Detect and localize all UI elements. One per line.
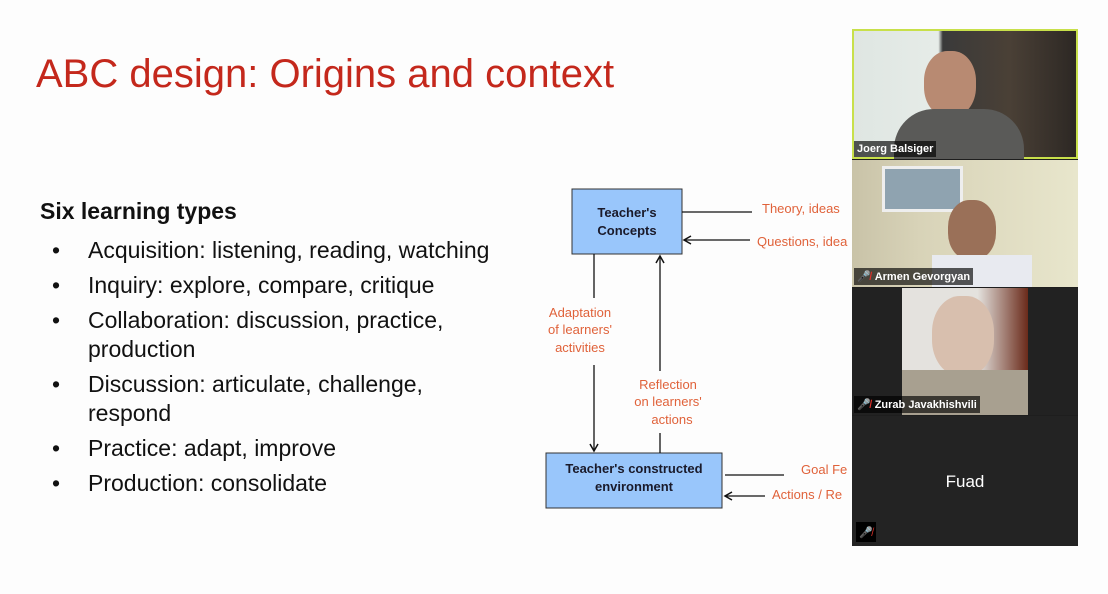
reflection-label: actions: [651, 412, 693, 427]
list-item: • Acquisition: listening, reading, watchi…: [48, 236, 508, 265]
adaptation-label: activities: [555, 340, 605, 355]
wall-calendar: [882, 166, 963, 212]
participant-name: Fuad: [945, 472, 985, 491]
name-text: Armen Gevorgyan: [874, 270, 971, 283]
item-text: Collaboration: discussion, practice, pro…: [88, 307, 444, 362]
list-item: • Collaboration: discussion, practice, pr…: [48, 306, 508, 364]
name-text: Zurab Javakhishvili: [874, 398, 977, 411]
list-item: • Production: consolidate: [48, 469, 508, 498]
theory-label: Theory, ideas: [762, 201, 840, 216]
bullet: •: [52, 307, 61, 333]
bullet: •: [52, 272, 61, 298]
actions-label: Actions / Re: [772, 487, 842, 502]
participant-video: [854, 31, 1076, 159]
participant-tile[interactable]: 🎤̸Zurab Javakhishvili: [852, 288, 1078, 415]
participant-tile[interactable]: Fuad 🎤̸: [852, 416, 1078, 546]
person-face: [948, 200, 996, 260]
goal-label: Goal Fe: [801, 462, 847, 477]
questions-label: Questions, idea: [757, 234, 848, 249]
muted-mic-icon: 🎤̸: [857, 271, 871, 283]
box-top-line1: Teacher's: [597, 205, 656, 220]
box-bottom-line1: Teacher's constructed: [565, 461, 702, 476]
list-item: • Inquiry: explore, compare, critique: [48, 271, 508, 300]
learning-types-list: • Acquisition: listening, reading, watchi…: [48, 236, 508, 504]
adaptation-label: of learners': [548, 322, 612, 337]
item-text: Production: consolidate: [88, 470, 328, 496]
reflection-label: Reflection: [639, 377, 697, 392]
list-item: • Practice: adapt, improve: [48, 434, 508, 463]
box-bottom-line2: environment: [595, 479, 674, 494]
bullet: •: [52, 435, 61, 461]
muted-mic-icon: 🎤̸: [857, 399, 871, 411]
person-face: [932, 296, 994, 376]
slide-title: ABC design: Origins and context: [36, 52, 615, 96]
item-text: Discussion: articulate, challenge, respo…: [88, 371, 423, 426]
participant-video: [852, 160, 1078, 287]
muted-mic-icon: 🎤̸: [859, 527, 873, 539]
slide-subheading: Six learning types: [40, 198, 237, 224]
participant-name: Joerg Balsiger: [854, 141, 937, 157]
participants-panel: Joerg Balsiger 🎤̸Armen Gevorgyan 🎤̸Zurab…: [852, 29, 1078, 546]
person-face: [924, 51, 976, 117]
participant-mute-status: 🎤̸: [856, 522, 876, 542]
adaptation-label: Adaptation: [549, 305, 611, 320]
item-text: Acquisition: listening, reading, watchin…: [88, 237, 490, 263]
bullet: •: [52, 470, 61, 496]
list-item: • Discussion: articulate, challenge, resp…: [48, 370, 508, 428]
box-top-line2: Concepts: [597, 223, 656, 238]
participant-tile[interactable]: 🎤̸Armen Gevorgyan: [852, 160, 1078, 287]
item-text: Practice: adapt, improve: [88, 435, 337, 461]
item-text: Inquiry: explore, compare, critique: [88, 272, 435, 298]
participant-name: 🎤̸Armen Gevorgyan: [854, 268, 974, 285]
reflection-label: on learners': [634, 394, 702, 409]
bullet: •: [52, 371, 61, 397]
participant-tile[interactable]: Joerg Balsiger: [852, 29, 1078, 159]
teachers-concepts-box: [571, 188, 683, 255]
constructed-environment-box: [545, 452, 723, 509]
name-text: Joerg Balsiger: [857, 143, 934, 155]
participant-name: 🎤̸Zurab Javakhishvili: [854, 396, 980, 413]
bullet: •: [52, 237, 61, 263]
